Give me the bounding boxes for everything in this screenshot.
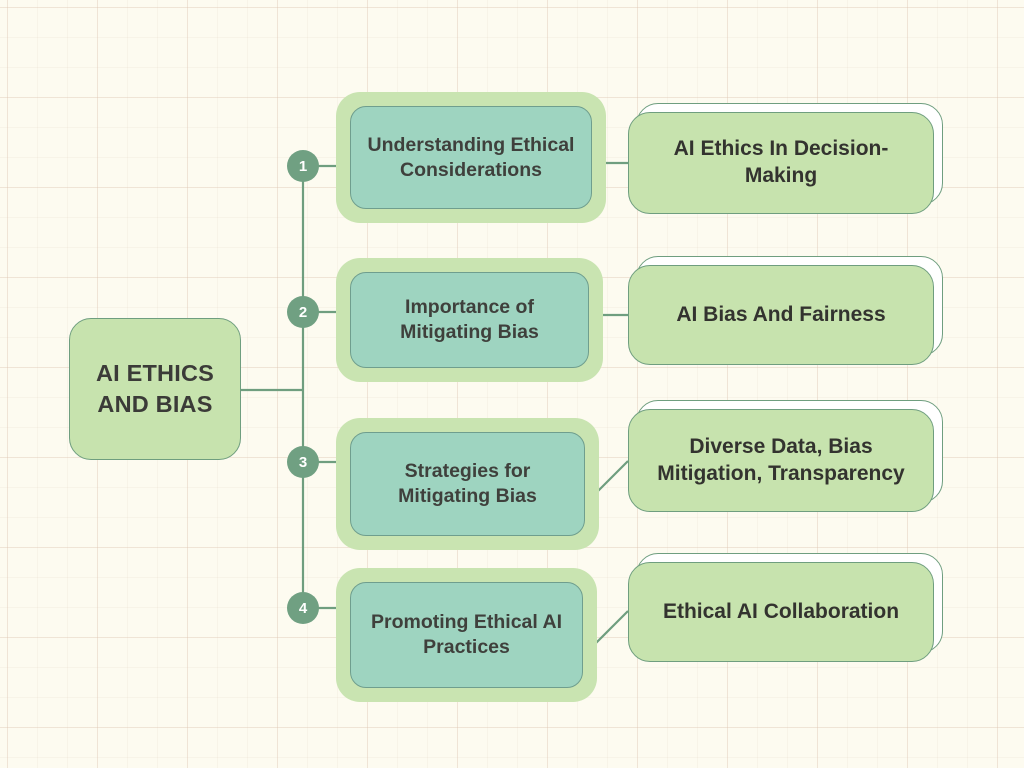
branch-topic-node-3[interactable]: Strategies for Mitigating Bias [336, 418, 599, 550]
branch-topic-inner-4: Promoting Ethical AI Practices [350, 582, 583, 688]
branch-badge-3-label: 3 [298, 453, 308, 471]
branch-detail-node-4[interactable]: Ethical AI Collaboration [628, 553, 943, 662]
branch-detail-face-4: Ethical AI Collaboration [628, 562, 934, 662]
branch-topic-node-1[interactable]: Understanding Ethical Considerations [336, 92, 606, 223]
branch-topic-label-3: Strategies for Mitigating Bias [398, 460, 537, 507]
branch-detail-label-3: Diverse Data, Bias Mitigation, Transpare… [657, 434, 905, 485]
branch-badge-2-label: 2 [298, 303, 308, 321]
branch-badge-3[interactable]: 3 [287, 446, 319, 478]
branch-detail-face-1: AI Ethics In Decision-Making [628, 112, 934, 214]
branch-detail-face-3: Diverse Data, Bias Mitigation, Transpare… [628, 409, 934, 512]
branch-detail-face-2: AI Bias And Fairness [628, 265, 934, 365]
branch-detail-label-2: AI Bias And Fairness [676, 302, 886, 326]
branch-topic-label-4: Promoting Ethical AI Practices [370, 611, 563, 658]
branch-topic-inner-3: Strategies for Mitigating Bias [350, 432, 585, 536]
branch-detail-node-3[interactable]: Diverse Data, Bias Mitigation, Transpare… [628, 400, 943, 512]
branch-badge-2[interactable]: 2 [287, 296, 319, 328]
branch-topic-node-4[interactable]: Promoting Ethical AI Practices [336, 568, 597, 702]
branch-badge-4-label: 4 [298, 599, 308, 617]
branch-topic-label-2: Importance of Mitigating Bias [400, 296, 539, 343]
root-node-label: AI ETHICS AND BIAS [95, 359, 214, 417]
branch-detail-label-1: AI Ethics In Decision-Making [673, 137, 889, 187]
branch-topic-inner-2: Importance of Mitigating Bias [350, 272, 589, 368]
branch-badge-4[interactable]: 4 [287, 592, 319, 624]
branch-badge-1-label: 1 [298, 157, 308, 175]
branch-topic-label-1: Understanding Ethical Considerations [367, 133, 575, 181]
branch-detail-node-2[interactable]: AI Bias And Fairness [628, 256, 943, 365]
branch-topic-node-2[interactable]: Importance of Mitigating Bias [336, 258, 603, 382]
branch-detail-node-1[interactable]: AI Ethics In Decision-Making [628, 103, 943, 214]
branch-badge-1[interactable]: 1 [287, 150, 319, 182]
branch-detail-label-4: Ethical AI Collaboration [662, 599, 900, 623]
root-node[interactable]: AI ETHICS AND BIAS [69, 318, 241, 460]
branch-topic-inner-1: Understanding Ethical Considerations [350, 106, 592, 209]
